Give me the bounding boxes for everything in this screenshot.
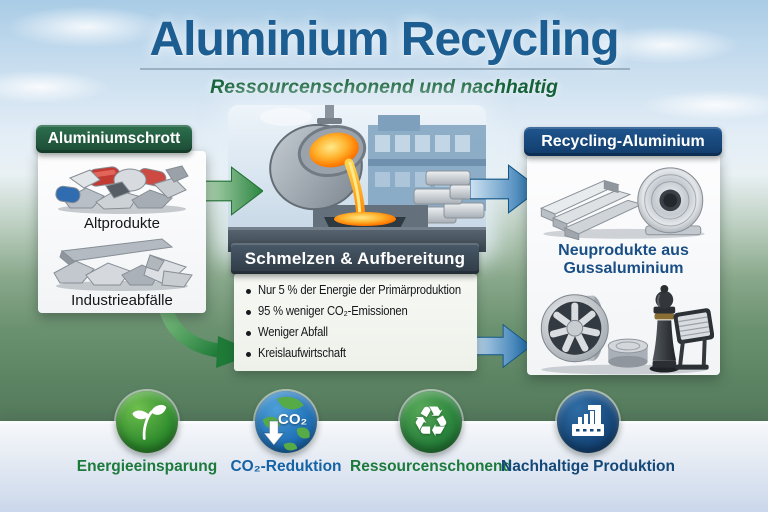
process-bullet: 95 % weniger CO₂-Emissionen: [244, 304, 471, 318]
cast-products-image: [540, 284, 714, 375]
cloud-decoration: [640, 90, 768, 120]
title-underline: [140, 68, 630, 70]
aluminium-coil: [636, 167, 703, 236]
benefit-co2-reduction: CO₂ CO₂-Reduktion: [201, 391, 371, 476]
factory-icon: [557, 391, 619, 453]
cloud-decoration: [6, 6, 166, 48]
benefit-label: Ressourcenschonend: [350, 458, 512, 475]
scrap-industrial-waste-image: [53, 238, 193, 291]
aluminium-profiles: [539, 180, 643, 240]
process-benefits-box: Nur 5 % der Energie der Primärproduktion…: [234, 274, 477, 371]
leaf-icon: [116, 391, 178, 453]
cast-cylinder: [607, 338, 648, 368]
crucible: [269, 105, 406, 238]
cloud-decoration: [0, 70, 110, 104]
benefit-energy-saving: Energieeinsparung: [62, 391, 232, 476]
bullet-dot: [246, 310, 251, 315]
benefit-label: Nachhaltige Produktion: [501, 458, 675, 475]
benefit-label: CO₂-Reduktion: [230, 458, 342, 475]
input-panel-header: Aluminiumschrott: [36, 125, 192, 153]
benefit-sustainable-production: Nachhaltige Produktion: [488, 391, 688, 476]
arrow-melting-to-output: [470, 164, 540, 214]
benefit-resource-friendly: ♻ Ressourcenschonend: [345, 391, 517, 476]
cast-bollard: [649, 284, 679, 373]
process-bullet: Nur 5 % der Energie der Primärproduktion: [244, 283, 471, 297]
process-bullet: Kreislaufwirtschaft: [244, 346, 471, 360]
co2-icon-text: CO₂: [278, 411, 308, 428]
input-item-label: Industrieabfälle: [71, 292, 173, 309]
page-title: Aluminium Recycling: [149, 13, 619, 66]
input-panel-card: Altprodukte Industrieabfälle: [38, 151, 206, 313]
output-panel-header: Recycling-Aluminium: [524, 127, 722, 156]
recycle-icon: ♻: [400, 391, 462, 453]
alloy-wheel: [540, 293, 609, 362]
bullet-dot: [246, 331, 251, 336]
led-floodlight: [673, 307, 714, 370]
co2-globe-icon: CO₂: [255, 391, 317, 453]
benefit-label: Energieeinsparung: [76, 458, 218, 475]
process-bullet: Weniger Abfall: [244, 325, 471, 339]
melting-furnace-image: [228, 105, 486, 252]
output-caption: Neuprodukte aus Gussaluminium: [558, 241, 689, 278]
input-item-label: Altprodukte: [84, 215, 160, 232]
scrap-old-products-image: [55, 165, 189, 214]
page-subtitle: Ressourcenschonend und nachhaltig: [210, 76, 558, 98]
cloud-decoration: [590, 26, 740, 64]
steam: [260, 108, 312, 126]
melting-furnace-scene: [228, 105, 486, 252]
aluminium-ingots-coil-image: [539, 167, 705, 240]
process-panel-header: Schmelzen & Aufbereitung: [231, 243, 479, 274]
output-panel-card: Neuprodukte aus Gussaluminium: [527, 155, 720, 375]
down-arrow-icon: [262, 420, 285, 447]
recycle-glyph: ♻: [412, 397, 450, 446]
bullet-dot: [246, 289, 251, 294]
bullet-dot: [246, 352, 251, 357]
